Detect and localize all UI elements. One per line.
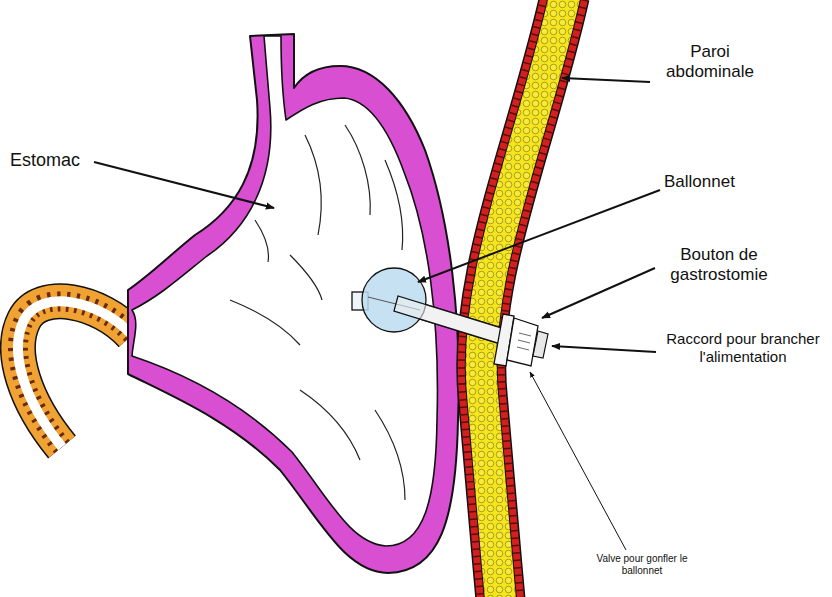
part-label: Ballonnet [664, 172, 735, 192]
valve-leader [530, 372, 626, 550]
leader-lines [94, 78, 660, 550]
button-leader [542, 268, 655, 318]
abdominal-wall [481, 0, 565, 597]
feeding-connector [533, 331, 548, 358]
part-label: Bouton de gastrostomie [660, 245, 778, 286]
part-label: Valve pour gonfler le ballonnet [592, 553, 692, 577]
balloon-leader [418, 190, 660, 282]
part-label: Paroi abdominale [655, 42, 765, 83]
part-label: Raccord pour brancher l'alimentation [660, 330, 826, 366]
duodenum-outline [18, 301, 132, 447]
hub-ribs [517, 333, 531, 350]
gastrostomy-button [352, 268, 548, 366]
wall-leader [562, 78, 650, 82]
balloon [362, 268, 426, 332]
button-hub [507, 318, 538, 366]
stomach-lumen [132, 36, 437, 546]
duodenum [18, 301, 132, 447]
stomach-leader [94, 162, 274, 208]
connector-leader [552, 346, 656, 352]
duodenum-lumen [18, 301, 132, 447]
duodenum-folds [18, 301, 132, 447]
part-label: Estomac [10, 150, 80, 172]
duodenum-wall [18, 301, 132, 447]
